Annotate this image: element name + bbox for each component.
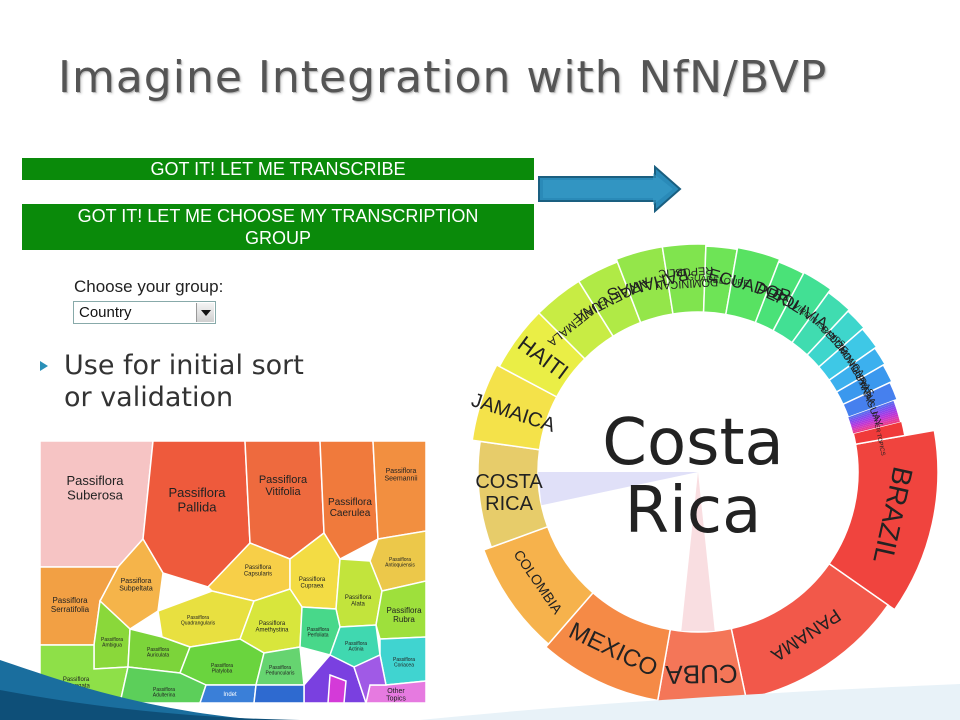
sunburst-segment[interactable] (828, 429, 939, 611)
choose-group-button-line2: GROUP (244, 228, 311, 248)
bullet-arrow-icon (40, 361, 48, 371)
sunburst-segment-small[interactable] (848, 400, 895, 419)
right-arrow-icon (538, 165, 682, 213)
sunburst-segment-small[interactable] (852, 416, 899, 431)
bullet-line2: or validation (64, 382, 234, 413)
treemap-cell (319, 441, 379, 560)
sunburst-highlight (538, 472, 698, 506)
chevron-down-icon[interactable] (196, 303, 214, 322)
sunburst-segment-label: DOMINICANREPUBLIC (654, 264, 718, 292)
sunburst-segment[interactable] (655, 627, 748, 702)
sunburst-center-label: Costa (602, 406, 784, 480)
footer-decoration (0, 660, 960, 720)
slide-title: Imagine Integration with NfN/BVP (58, 52, 828, 103)
sunburst-segment-small[interactable] (848, 402, 895, 421)
sunburst-segment-small[interactable] (849, 406, 897, 424)
sunburst-segment-small[interactable] (852, 419, 900, 434)
choose-group-button-line1: GOT IT! LET ME CHOOSE MY TRANSCRIPTION (77, 206, 479, 226)
sunburst-segment-small[interactable] (851, 412, 898, 428)
sunburst-segment-small[interactable] (850, 410, 898, 427)
transcribe-button[interactable]: GOT IT! LET ME TRANSCRIBE (22, 158, 534, 180)
sunburst-segment-small[interactable] (850, 408, 897, 425)
treemap-cell-small (253, 684, 305, 703)
sunburst-segment-small[interactable] (851, 414, 899, 429)
treemap-cell (372, 441, 426, 540)
sunburst-highlight (681, 472, 715, 632)
treemap-cell-small (353, 653, 387, 703)
group-select[interactable]: Country (73, 301, 216, 324)
sunburst-segment-small[interactable] (852, 417, 900, 432)
group-select-value: Country (79, 304, 132, 321)
choose-group-button[interactable]: GOT IT! LET ME CHOOSE MY TRANSCRIPTION G… (22, 204, 534, 250)
treemap-cell (199, 684, 257, 703)
treemap-cell-small (327, 673, 347, 703)
sunburst-segment-small[interactable] (849, 404, 896, 422)
treemap-cell-label: Indet (223, 692, 237, 698)
sunburst-segment-label: CUBA (665, 659, 738, 690)
sunburst-segment[interactable] (852, 420, 906, 446)
sunburst-segment[interactable] (482, 525, 595, 646)
sunburst-center-label: Rica (625, 474, 762, 548)
bullet-line1: Use for initial sort (64, 350, 304, 381)
group-select-label: Choose your group: (74, 277, 224, 296)
